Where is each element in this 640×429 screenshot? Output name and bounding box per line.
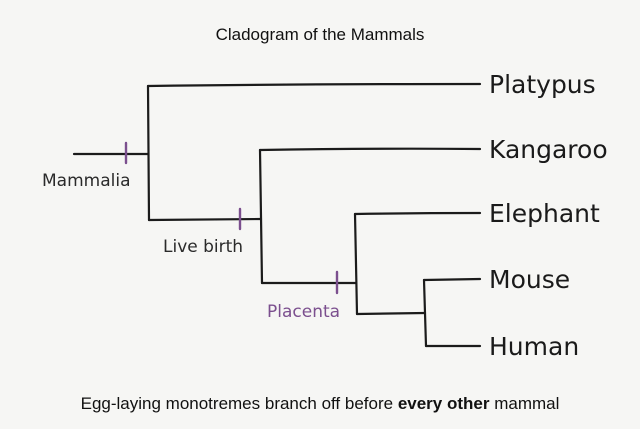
label-live-birth: Live birth [163,237,243,257]
taxon-kangaroo: Kangaroo [489,135,608,164]
node-mouse-human-split [422,278,428,348]
diagram-caption: Egg-laying monotremes branch off before … [81,394,560,413]
label-mammalia: Mammalia [42,171,131,191]
node-mammalia-split [146,84,151,222]
label-placenta: Placenta [267,302,340,322]
branch-platypus [146,82,482,88]
caption-emphasis: every other [398,394,490,413]
diagram-title: Cladogram of the Mammals [216,25,425,44]
taxon-mouse: Mouse [489,265,570,294]
taxon-platypus: Platypus [489,70,596,99]
node-placenta-split [353,212,359,316]
branch-kangaroo [258,147,482,152]
branch-elephant [353,211,482,216]
branch-theria [147,217,263,222]
tree-branches [72,82,482,348]
caption-text-start: Egg-laying monotremes branch off before [81,394,398,413]
branch-mouse [422,277,482,282]
taxon-human: Human [489,332,579,361]
branch-euarchontoglires [355,311,427,316]
taxon-elephant: Elephant [489,199,600,228]
trait-markers [124,141,339,295]
node-live-birth-split [258,148,264,285]
caption-text-end: mammal [489,394,559,413]
